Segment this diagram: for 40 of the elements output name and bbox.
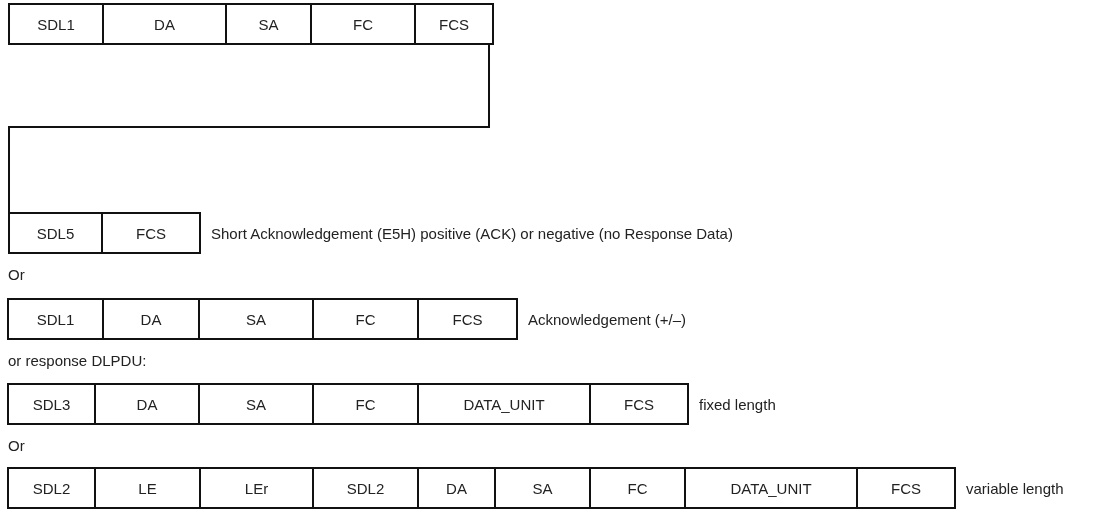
frame-description: variable length <box>966 479 1064 497</box>
frame-row <box>8 212 201 254</box>
frame-field: SA <box>200 385 314 423</box>
frame-row <box>7 467 956 509</box>
frame-field: SDL2 <box>9 469 96 507</box>
frame-field: FCS <box>858 469 954 507</box>
frame-row <box>7 383 689 425</box>
frame-field: FC <box>591 469 686 507</box>
frame-field: DA <box>104 300 200 338</box>
connector-line <box>8 44 490 213</box>
frame-description: Short Acknowledgement (E5H) positive (ACK) or negative (no Response Data) <box>211 224 733 242</box>
frame-field: SDL2 <box>314 469 419 507</box>
frame-field: DA <box>419 469 496 507</box>
frame-field: FC <box>314 385 419 423</box>
note-text: Or <box>8 266 25 283</box>
note-text: or response DLPDU: <box>8 352 147 369</box>
frame-description: fixed length <box>699 395 776 413</box>
frame-field: SDL1 <box>10 5 104 43</box>
frame-field: LEr <box>201 469 314 507</box>
frame-field: DATA_UNIT <box>686 469 858 507</box>
frame-field: SDL5 <box>10 214 103 252</box>
frame-field: FCS <box>416 5 492 43</box>
frame-field: DA <box>104 5 227 43</box>
frame-field: FCS <box>419 300 516 338</box>
note-text: Or <box>8 437 25 454</box>
frame-row <box>8 3 494 45</box>
frame-field: SA <box>496 469 591 507</box>
frame-field: SDL3 <box>9 385 96 423</box>
frame-field: DA <box>96 385 200 423</box>
frame-field: SA <box>227 5 312 43</box>
frame-field: DATA_UNIT <box>419 385 591 423</box>
frame-field: SDL1 <box>9 300 104 338</box>
frame-field: FC <box>312 5 416 43</box>
frame-field: FC <box>314 300 419 338</box>
frame-field: SA <box>200 300 314 338</box>
frame-field: FCS <box>103 214 199 252</box>
frame-row <box>7 298 518 340</box>
frame-field: LE <box>96 469 201 507</box>
frame-description: Acknowledgement (+/–) <box>528 310 686 328</box>
frame-field: FCS <box>591 385 687 423</box>
